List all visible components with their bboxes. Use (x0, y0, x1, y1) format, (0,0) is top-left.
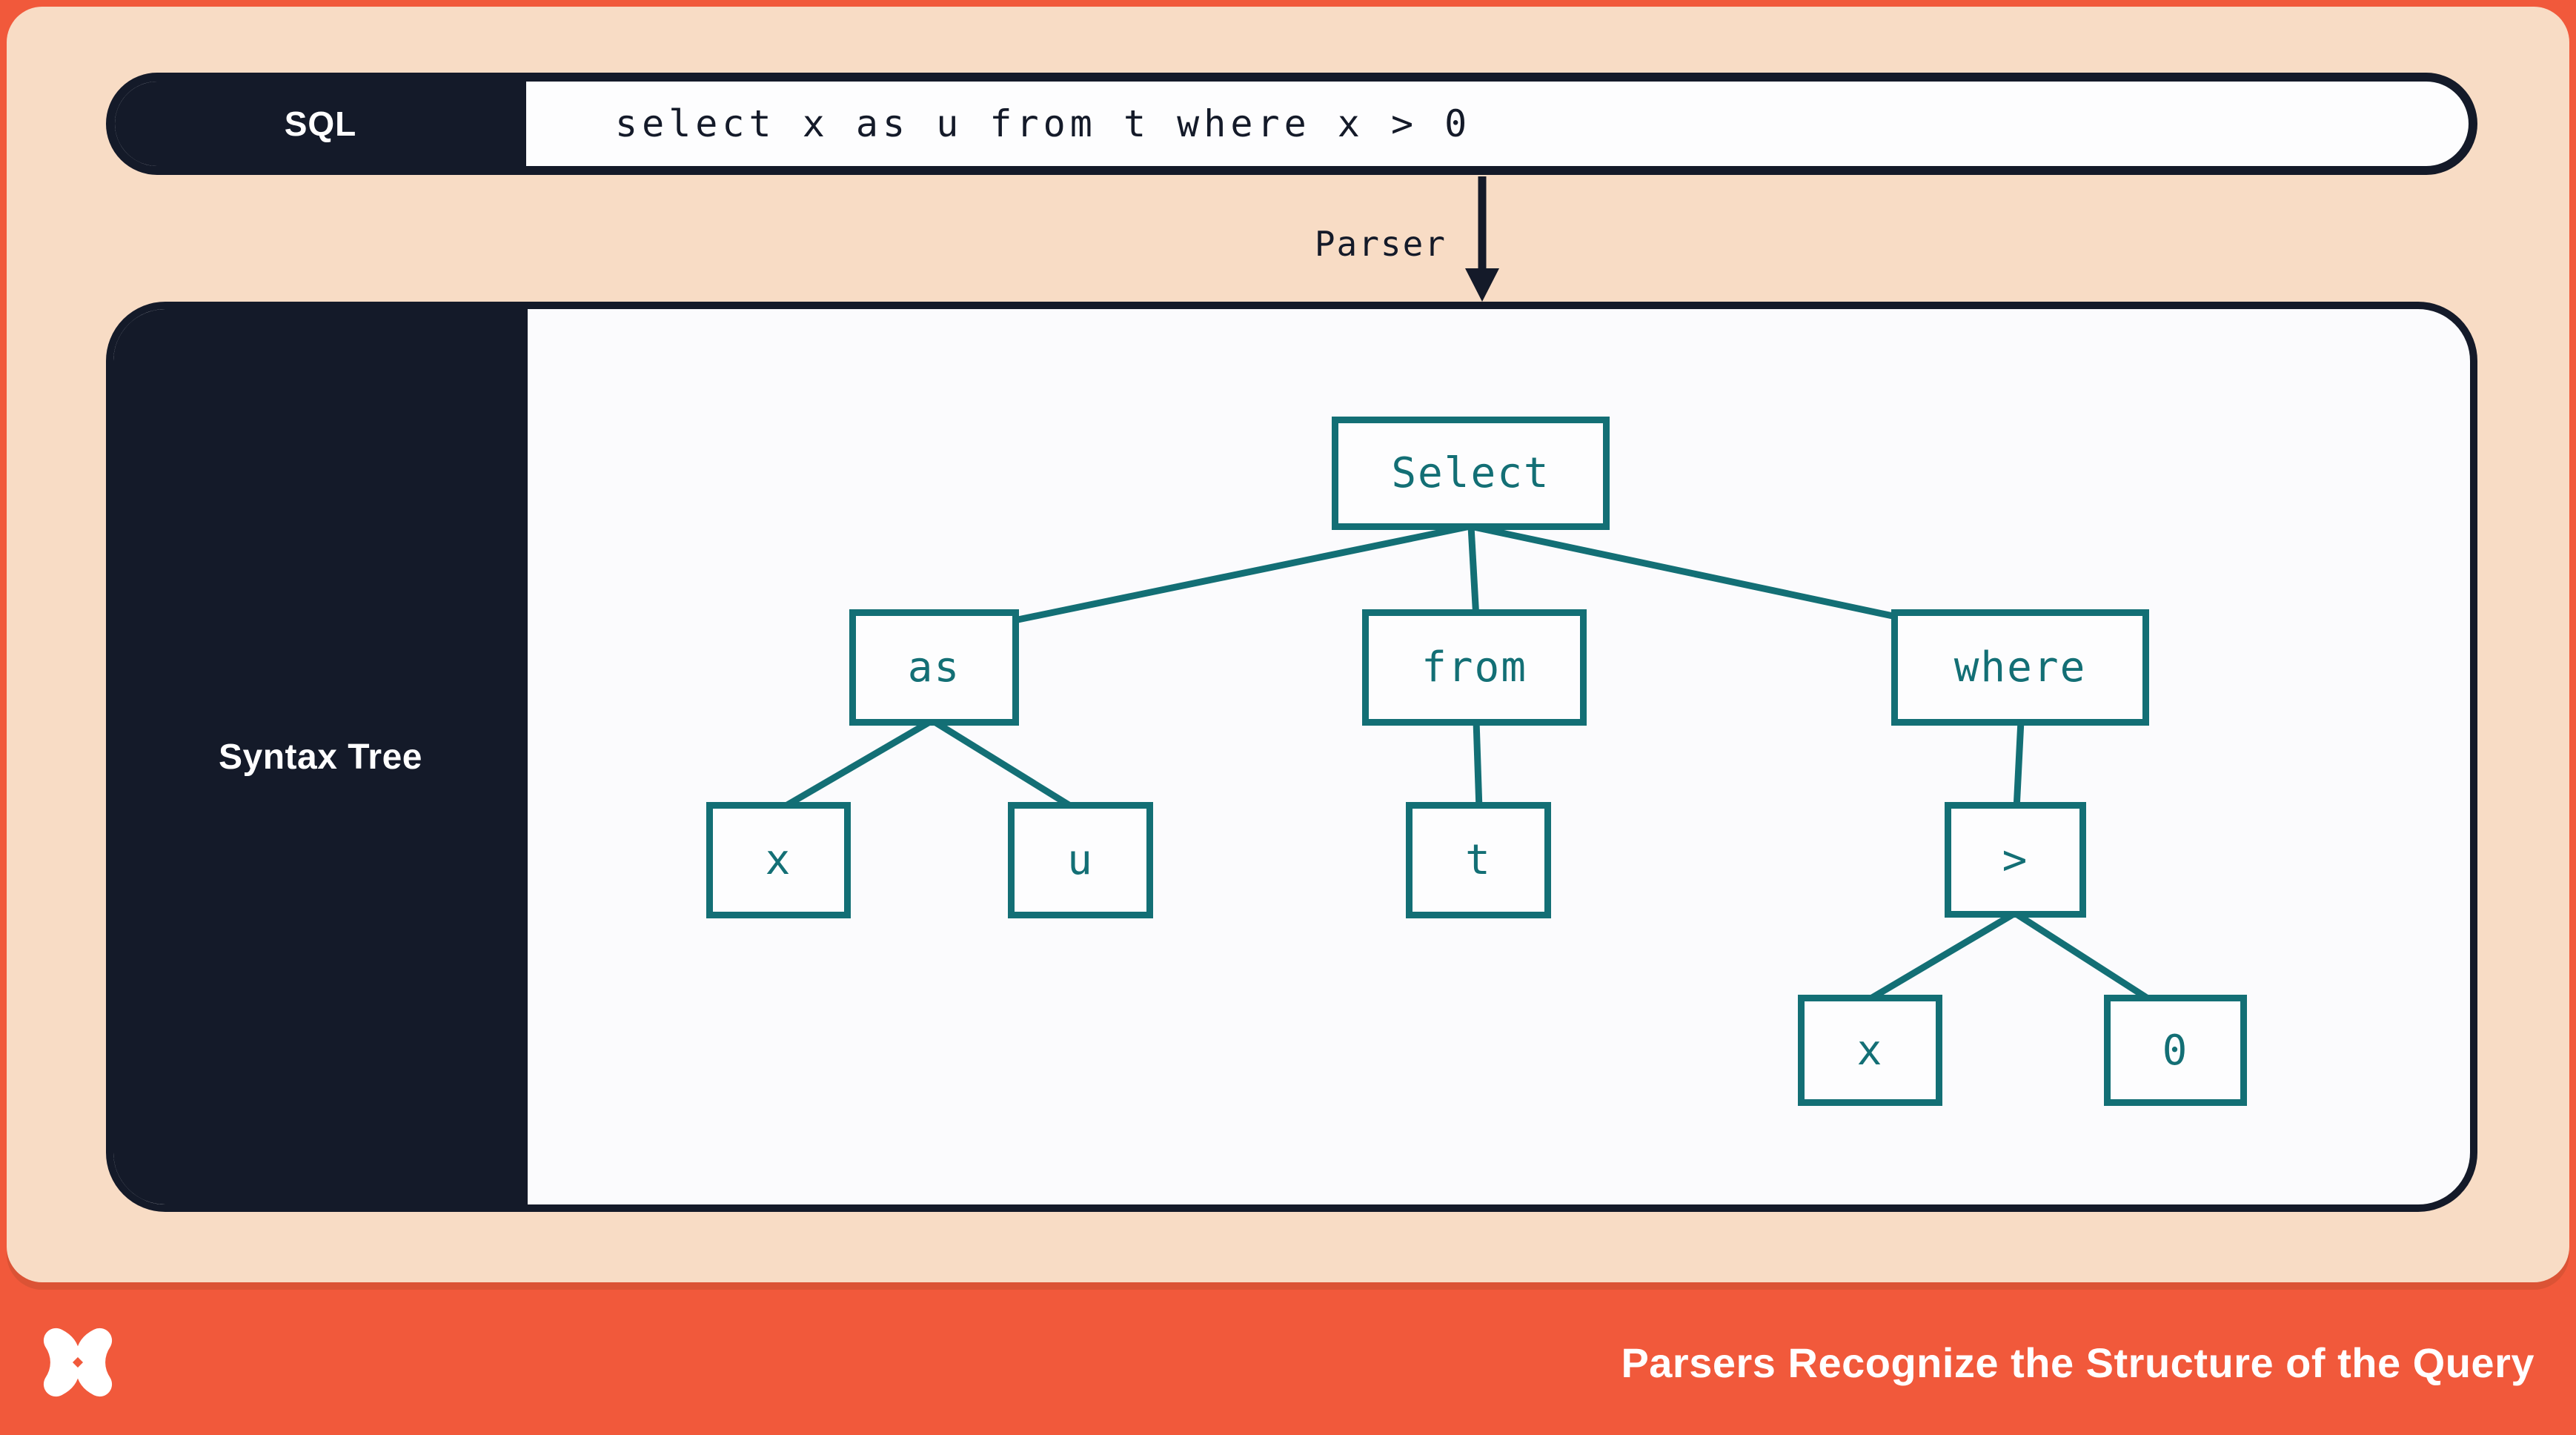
syntax-tree-label-section: Syntax Tree (113, 309, 528, 1204)
syntax-tree-label: Syntax Tree (219, 737, 422, 777)
slide-title: Parsers Recognize the Structure of the Q… (1621, 1339, 2534, 1386)
tree-node-label: from (1421, 643, 1527, 692)
tree-node-label: as (907, 643, 961, 692)
sql-bar-label-section: SQL (115, 82, 526, 166)
tree-node-label: 0 (2162, 1026, 2189, 1075)
tree-node-label: t (1465, 836, 1492, 884)
tree-node-select: Select (1332, 417, 1610, 530)
tree-node-label: u (1067, 836, 1094, 884)
tree-node-t: t (1406, 802, 1551, 918)
tree-node-gt: > (1945, 802, 2086, 918)
tree-node-from: from (1362, 609, 1587, 726)
tree-node-label: x (1856, 1026, 1884, 1075)
sql-query-text: select x as u from t where x > 0 (615, 102, 1472, 145)
sql-bar-label: SQL (284, 105, 357, 143)
tree-node-zero: 0 (2104, 995, 2247, 1106)
parser-label: Parser (1314, 224, 1447, 264)
tree-node-where: where (1891, 609, 2149, 726)
tree-node-as: as (849, 609, 1019, 726)
tree-node-label: Select (1391, 449, 1550, 497)
sql-bar: SQL select x as u from t where x > 0 (106, 73, 2477, 175)
tree-node-label: x (765, 836, 792, 884)
pinwheel-logo-icon (44, 1328, 112, 1396)
tree-node-label: > (2002, 835, 2029, 884)
tree-node-x2: x (1798, 995, 1942, 1106)
syntax-tree-panel: Syntax Tree (106, 302, 2477, 1212)
tree-node-u: u (1008, 802, 1153, 918)
tree-node-label: where (1953, 643, 2087, 692)
tree-node-x: x (706, 802, 851, 918)
